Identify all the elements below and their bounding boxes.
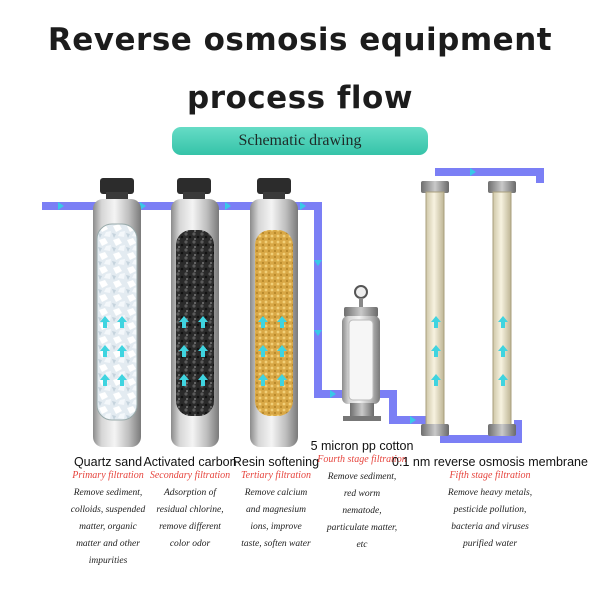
stage-name: Resin softening <box>232 455 320 469</box>
stage-ro-membrane: 0.1 nm reverse osmosis membrane Fifth st… <box>390 455 590 553</box>
quartz-sand-tank <box>93 178 141 447</box>
up-flow-arrow <box>258 374 268 386</box>
flow-arrow <box>470 168 476 176</box>
stage-label: Fifth stage filtration <box>449 470 531 481</box>
ro-membrane-1 <box>421 181 449 436</box>
pp-cotton-filter <box>342 285 381 421</box>
flow-arrow <box>58 202 64 210</box>
up-flow-arrow <box>117 374 127 386</box>
up-flow-arrow <box>258 316 268 328</box>
schematic-badge: Schematic drawing <box>172 127 428 155</box>
membrane-top-right-pipe <box>518 168 544 183</box>
stage-name: Activated carbon <box>143 455 237 469</box>
up-flow-arrow <box>431 316 441 328</box>
up-flow-arrow <box>498 345 508 357</box>
up-flow-arrow <box>258 345 268 357</box>
activated-carbon-tank <box>171 178 219 447</box>
flow-arrow <box>330 390 336 398</box>
stage-pp-cotton: 5 micron pp cotton Fourth stage filtrati… <box>306 439 418 554</box>
stage-description: Remove heavy metals,pesticide pollution,… <box>447 488 533 549</box>
page-title-line-2: process flow <box>187 80 413 116</box>
flow-arrow <box>314 330 322 336</box>
flow-arrow <box>410 416 416 424</box>
stage-label: Primary filtration <box>72 470 144 481</box>
up-flow-arrow <box>179 345 189 357</box>
up-flow-arrow <box>179 374 189 386</box>
resin-tank <box>250 178 298 447</box>
up-flow-arrow <box>431 345 441 357</box>
up-flow-arrow <box>198 316 208 328</box>
up-flow-arrow <box>100 345 110 357</box>
stage-resin-softening: Resin softening Tertiary filtration Remo… <box>226 455 326 553</box>
stage-name: 0.1 nm reverse osmosis membrane <box>392 455 588 469</box>
stage-label: Tertiary filtration <box>241 470 311 481</box>
flow-arrow <box>140 202 146 210</box>
page-title: Reverse osmosis equipment <box>47 22 553 58</box>
stage-activated-carbon: Activated carbon Secondary filtration Ad… <box>140 455 240 553</box>
up-flow-arrow <box>117 316 127 328</box>
stage-label: Fourth stage filtration <box>317 454 407 465</box>
up-flow-arrow <box>100 374 110 386</box>
up-flow-arrow <box>431 374 441 386</box>
cotton-outlet-pipe <box>378 390 440 424</box>
flow-arrow <box>314 260 322 266</box>
stage-name: Quartz sand <box>73 455 143 469</box>
membrane-bottom-pipe <box>440 420 522 443</box>
stage-label: Secondary filtration <box>149 470 231 481</box>
stage-quartz-sand: Quartz sand Primary filtration Remove se… <box>58 455 158 570</box>
up-flow-arrow <box>117 345 127 357</box>
flow-arrows <box>58 168 476 424</box>
up-flow-arrow <box>179 316 189 328</box>
flow-arrow <box>300 202 306 210</box>
up-flow-arrow <box>198 374 208 386</box>
membrane-flow-arrows <box>431 316 508 386</box>
up-flow-arrow <box>198 345 208 357</box>
up-flow-arrow <box>498 374 508 386</box>
ro-membrane-2 <box>488 181 516 436</box>
up-flow-arrow <box>498 316 508 328</box>
stage-name: 5 micron pp cotton <box>310 439 414 453</box>
up-flow-arrow <box>277 345 287 357</box>
flow-arrow <box>225 202 231 210</box>
up-flow-arrow <box>277 374 287 386</box>
up-flow-arrow <box>277 316 287 328</box>
up-flow-arrow <box>100 316 110 328</box>
tank-flow-arrows <box>100 316 287 386</box>
